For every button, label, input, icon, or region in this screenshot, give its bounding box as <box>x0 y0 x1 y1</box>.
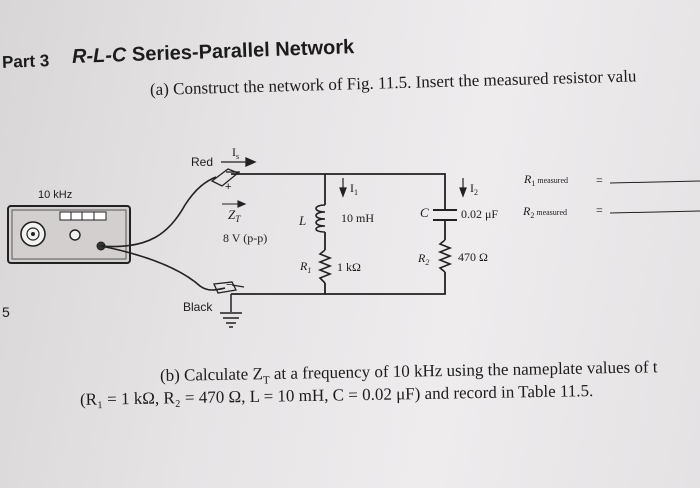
generator-frequency: 10 kHz <box>38 189 72 201</box>
capacitor-label: C <box>420 205 429 220</box>
r1-value: 1 kΩ <box>337 260 361 274</box>
r1-measured-blank <box>609 180 700 184</box>
source-current-arrow <box>221 156 257 168</box>
function-generator <box>7 205 131 264</box>
zt-arrow <box>222 200 247 208</box>
inductor-label: L <box>298 213 306 228</box>
black-probe-clip <box>213 281 245 294</box>
resistor-r2 <box>437 239 453 273</box>
zt-label: ZT <box>228 207 241 224</box>
minus-sign: − <box>226 279 232 291</box>
test-leads <box>100 176 226 291</box>
r2-measured-blank <box>609 210 700 214</box>
resistor-r1 <box>317 249 333 284</box>
r1-measured-equals: = <box>596 173 603 187</box>
inductor <box>315 204 326 233</box>
source-current-label: Is <box>232 145 239 161</box>
current-2-label: I2 <box>470 181 478 197</box>
source-voltage: 8 V (p-p) <box>223 231 267 245</box>
ground-symbol <box>220 294 242 328</box>
edge-mark: 5 <box>2 304 10 320</box>
inductor-value: 10 mH <box>341 211 374 225</box>
red-probe-clip <box>210 168 240 187</box>
circuit-wires <box>231 173 446 295</box>
r2-label: R2 <box>417 251 429 267</box>
r2-measured-label: R2 measured <box>522 204 567 220</box>
plus-sign: + <box>225 181 231 193</box>
r1-measured-label: R1 measured <box>523 172 568 188</box>
current-2-arrow <box>459 178 467 198</box>
r2-measured-equals: = <box>596 203 603 217</box>
capacitor <box>433 209 457 221</box>
lead-red-label: Red <box>191 155 213 169</box>
r2-value: 470 Ω <box>458 250 488 264</box>
current-1-label: I1 <box>350 181 358 197</box>
current-1-arrow <box>339 178 347 198</box>
lead-black-label: Black <box>183 300 213 314</box>
r1-label: R1 <box>299 259 311 275</box>
capacitor-value: 0.02 μF <box>461 207 498 221</box>
